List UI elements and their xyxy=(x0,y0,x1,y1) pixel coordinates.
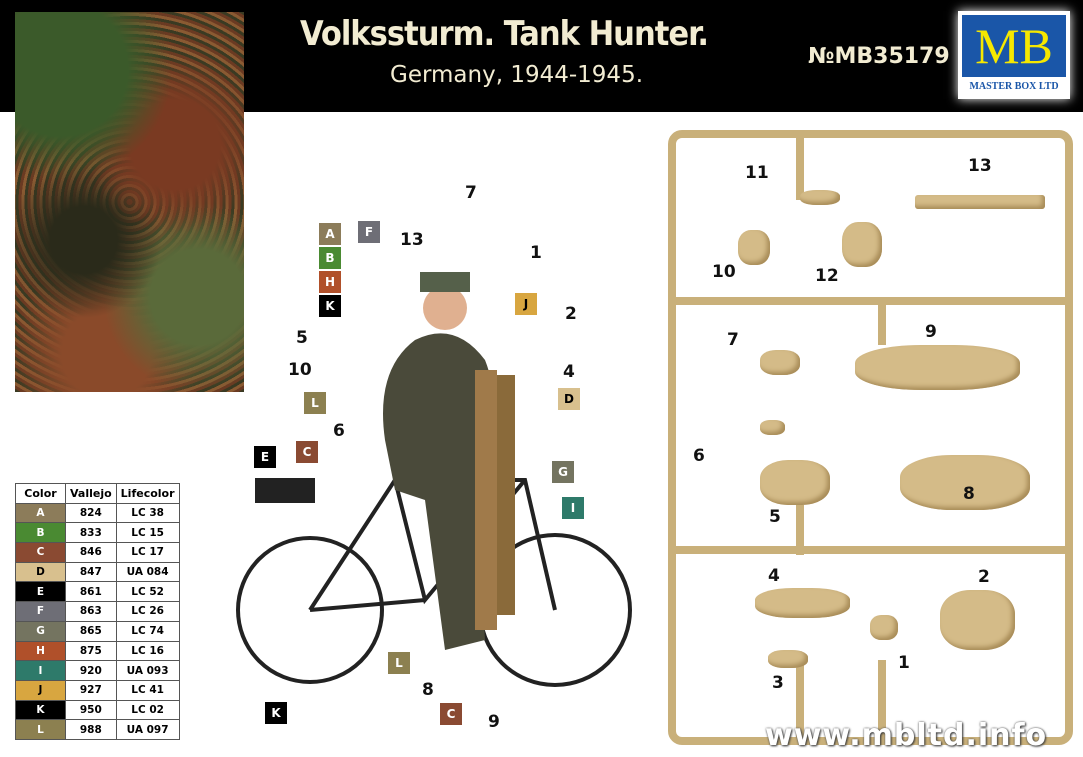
lifecolor-code: LC 74 xyxy=(115,620,180,642)
vallejo-code: 875 xyxy=(65,640,117,662)
lifecolor-code: LC 15 xyxy=(115,522,180,544)
lifecolor-code: LC 17 xyxy=(115,542,180,563)
lifecolor-code: LC 26 xyxy=(115,601,180,622)
color-swatch: H xyxy=(15,640,66,662)
vallejo-code: 861 xyxy=(65,581,117,603)
color-callout: L xyxy=(388,652,410,674)
header-lifecolor: Lifecolor xyxy=(115,483,180,504)
sprue-part-number: 11 xyxy=(745,163,769,183)
soldier xyxy=(383,333,493,650)
color-swatch: A xyxy=(15,502,66,524)
vallejo-code: 950 xyxy=(65,699,117,721)
vallejo-code: 846 xyxy=(65,542,117,563)
vallejo-code: 847 xyxy=(65,561,117,583)
vallejo-code: 863 xyxy=(65,601,117,622)
vallejo-code: 865 xyxy=(65,620,117,642)
sprue-part-number: 9 xyxy=(925,322,937,342)
sprue-part-number: 8 xyxy=(963,484,975,504)
color-callout: I xyxy=(562,497,584,519)
part-callout: 10 xyxy=(288,360,312,380)
sprue-part-number: 1 xyxy=(898,653,910,673)
part-callout: 13 xyxy=(400,230,424,250)
sprue-part-number: 10 xyxy=(712,262,736,282)
sprue-part-number: 2 xyxy=(978,567,990,587)
lifecolor-code: UA 093 xyxy=(115,660,180,681)
sprue-part-number: 6 xyxy=(693,446,705,466)
header-vallejo: Vallejo xyxy=(65,483,117,504)
color-swatch: I xyxy=(15,660,66,681)
header-color: Color xyxy=(15,483,66,504)
lifecolor-code: LC 41 xyxy=(115,679,180,701)
vallejo-code: 824 xyxy=(65,502,117,524)
color-callout: C xyxy=(440,703,462,725)
color-swatch: C xyxy=(15,542,66,563)
color-callout: K xyxy=(265,702,287,724)
color-swatch: E xyxy=(15,581,66,603)
vallejo-code: 833 xyxy=(65,522,117,544)
sprue-part-number: 13 xyxy=(968,156,992,176)
part-callout: 2 xyxy=(565,304,577,324)
color-callout: K xyxy=(319,295,341,317)
color-callout: F xyxy=(358,221,380,243)
sprue-part-number: 7 xyxy=(727,330,739,350)
sprue-part-number: 3 xyxy=(772,673,784,693)
sprue-part-number: 5 xyxy=(769,507,781,527)
color-swatch: K xyxy=(15,699,66,721)
vallejo-code: 920 xyxy=(65,660,117,681)
part-callout: 9 xyxy=(488,712,500,732)
product-code: №MB35179 xyxy=(808,44,950,69)
lifecolor-code: LC 16 xyxy=(115,640,180,662)
color-callout: A xyxy=(319,223,341,245)
lifecolor-code: UA 097 xyxy=(115,719,180,740)
panzerfaust xyxy=(475,370,497,630)
camouflage-pattern xyxy=(15,12,244,392)
color-callout: E xyxy=(254,446,276,468)
part-callout: 1 xyxy=(530,243,542,263)
part-callout: 8 xyxy=(422,680,434,700)
part-callout: 5 xyxy=(296,328,308,348)
watermark: www.mbltd.info xyxy=(765,718,1048,753)
color-callout: H xyxy=(319,271,341,293)
subtitle: Germany, 1944-1945. xyxy=(390,62,644,88)
sprue-part-number: 4 xyxy=(768,566,780,586)
sprue-part-number: 12 xyxy=(815,266,839,286)
figure-illustration xyxy=(236,272,632,687)
color-callout: C xyxy=(296,441,318,463)
part-callout: 4 xyxy=(563,362,575,382)
color-callout: B xyxy=(319,247,341,269)
color-swatch: B xyxy=(15,522,66,544)
lifecolor-code: LC 38 xyxy=(115,502,180,524)
color-swatch: F xyxy=(15,601,66,622)
color-callout: J xyxy=(515,293,537,315)
color-swatch: D xyxy=(15,561,66,583)
color-callout: L xyxy=(304,392,326,414)
lifecolor-code: LC 52 xyxy=(115,581,180,603)
lifecolor-code: LC 02 xyxy=(115,699,180,721)
color-swatch: J xyxy=(15,679,66,701)
title: Volkssturm. Tank Hunter. xyxy=(300,14,709,54)
vallejo-code: 988 xyxy=(65,719,117,740)
color-swatch: G xyxy=(15,620,66,642)
master-box-logo: MB MASTER BOX LTD xyxy=(958,11,1070,99)
color-swatch: L xyxy=(15,719,66,740)
color-callout: D xyxy=(558,388,580,410)
part-callout: 6 xyxy=(333,421,345,441)
lifecolor-code: UA 084 xyxy=(115,561,180,583)
part-callout: 7 xyxy=(465,183,477,203)
color-callout: G xyxy=(552,461,574,483)
vallejo-code: 927 xyxy=(65,679,117,701)
